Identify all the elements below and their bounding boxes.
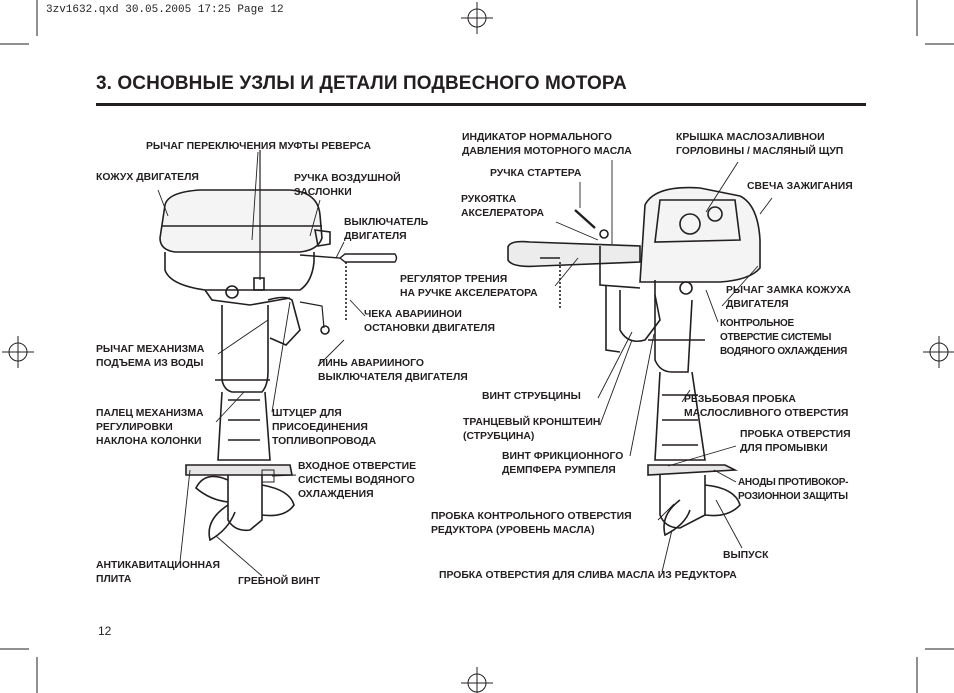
label-transom-bracket: ТРАНЦЕВЫЙ КРОНШТЕИН (СТРУБЦИНА) [463, 417, 601, 442]
page-number: 12 [98, 624, 112, 638]
print-header: 3zv1632.qxd 30.05.2005 17:25 Page 12 [46, 4, 284, 16]
label-starter-handle: РУЧКА СТАРТЕРА [490, 168, 582, 179]
label-engine-cover: КОЖУХ ДВИГАТЕЛЯ [96, 172, 199, 183]
label-cooling-inlet: ВХОДНОЕ ОТВЕРСТИЕ СИСТЕМЫ ВОДЯНОГО ОХЛАЖ… [298, 461, 417, 500]
right-outboard-motor [507, 186, 761, 537]
label-fuel-connector: ШТУЦЕР ДЛЯ ПРИСОЕДИНЕНИЯ ТОПЛИВОПРОВОДА [272, 408, 377, 447]
label-emergency-lanyard: ЛИНЬ АВАРИИНОГО ВЫКЛЮЧАТЕЛЯ ДВИГАТЕЛЯ [318, 358, 468, 383]
label-tilt-lever: РЫЧАГ МЕХАНИЗМА ПОДЪЕМА ИЗ ВОДЫ [96, 344, 205, 369]
label-throttle-friction: РЕГУЛЯТОР ТРЕНИЯ НА РУЧКЕ АКСЕЛЕРАТОРА [400, 274, 538, 299]
label-engine-switch: ВЫКЛЮЧАТЕЛЬ ДВИГАТЕЛЯ [344, 217, 429, 242]
label-gear-check-plug: ПРОБКА КОНТРОЛЬНОГО ОТВЕРСТИЯ РЕДУКТОРА … [431, 511, 632, 536]
leader-lines [157, 151, 773, 577]
label-oil-cap: КРЫШКА МАСЛОЗАЛИВНОИ ГОРЛОВИНЫ / МАСЛЯНЫ… [676, 132, 844, 157]
label-steering-friction: ВИНТ ФРИКЦИОННОГО ДЕМПФЕРА РУМПЕЛЯ [502, 451, 624, 476]
label-propeller: ГРЕБНОЙ ВИНТ [238, 576, 320, 587]
title-rule [96, 103, 866, 106]
left-outboard-motor [159, 150, 398, 542]
label-oil-indicator: ИНДИКАТОР НОРМАЛЬНОГО ДАВЛЕНИЯ МОТОРНОГО… [462, 132, 632, 157]
label-cooling-check: КОНТРОЛЬНОЕ ОТВЕРСТИЕ СИСТЕМЫ ВОДЯНОГО О… [720, 318, 848, 357]
label-oil-fill-plug: РЕЗЬБОВАЯ ПРОБКА МАСЛОСЛИВНОГО ОТВЕРСТИЯ [684, 394, 849, 419]
label-gear-drain-plug: ПРОБКА ОТВЕРСТИЯ ДЛЯ СЛИВА МАСЛА ИЗ РЕДУ… [439, 570, 737, 581]
page-title: 3. ОСНОВНЫЕ УЗЛЫ И ДЕТАЛИ ПОДВЕСНОГО МОТ… [96, 73, 627, 94]
label-exhaust: ВЫПУСК [723, 550, 769, 561]
label-clamp-screw: ВИНТ СТРУБЦИНЫ [482, 391, 581, 402]
label-reverse-lever: РЫЧАГ ПЕРЕКЛЮЧЕНИЯ МУФТЫ РЕВЕРСА [146, 141, 372, 152]
label-anticavitation-plate: АНТИКАВИТАЦИОННАЯ ПЛИТА [96, 560, 220, 585]
label-anodes: АНОДЫ ПРОТИВОКОР- РОЗИОННОИ ЗАЩИТЫ [738, 477, 849, 502]
label-spark-plug: СВЕЧА ЗАЖИГАНИЯ [747, 181, 853, 192]
label-cover-lock: РЫЧАГ ЗАМКА КОЖУХА ДВИГАТЕЛЯ [726, 285, 851, 310]
label-choke-knob: РУЧКА ВОЗДУШНОЙ ЗАСЛОНКИ [294, 173, 401, 198]
label-emergency-clip: ЧЕКА АВАРИИНОИ ОСТАНОВКИ ДВИГАТЕЛЯ [364, 309, 495, 334]
label-flush-plug: ПРОБКА ОТВЕРСТИЯ ДЛЯ ПРОМЫВКИ [740, 429, 851, 454]
label-throttle-grip: РУКОЯТКА АКСЕЛЕРАТОРА [461, 194, 545, 219]
label-trim-pin: ПАЛЕЦ МЕХАНИЗМА РЕГУЛИРОВКИ НАКЛОНА КОЛО… [96, 408, 204, 447]
